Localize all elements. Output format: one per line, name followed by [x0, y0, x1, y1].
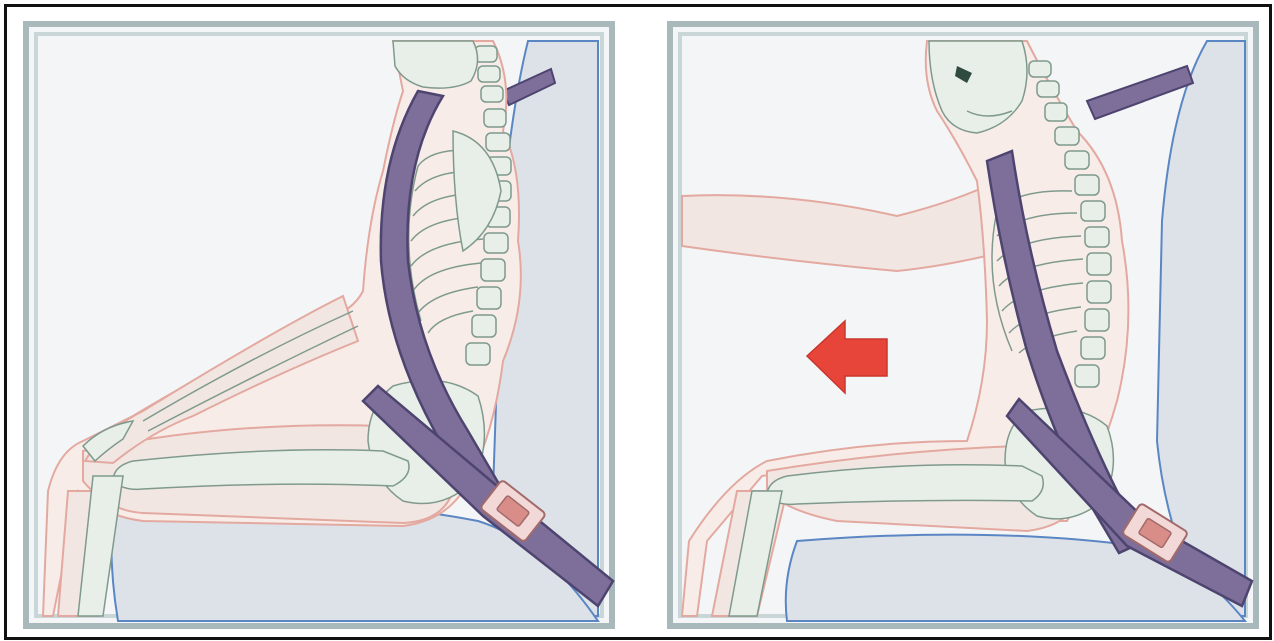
- forward-occupant-illustration: [667, 21, 1259, 629]
- figure-frame: [4, 4, 1272, 640]
- upright-occupant-illustration: [23, 21, 615, 629]
- panel-forward-occupant: [667, 21, 1259, 629]
- panel-upright-occupant: [23, 21, 615, 629]
